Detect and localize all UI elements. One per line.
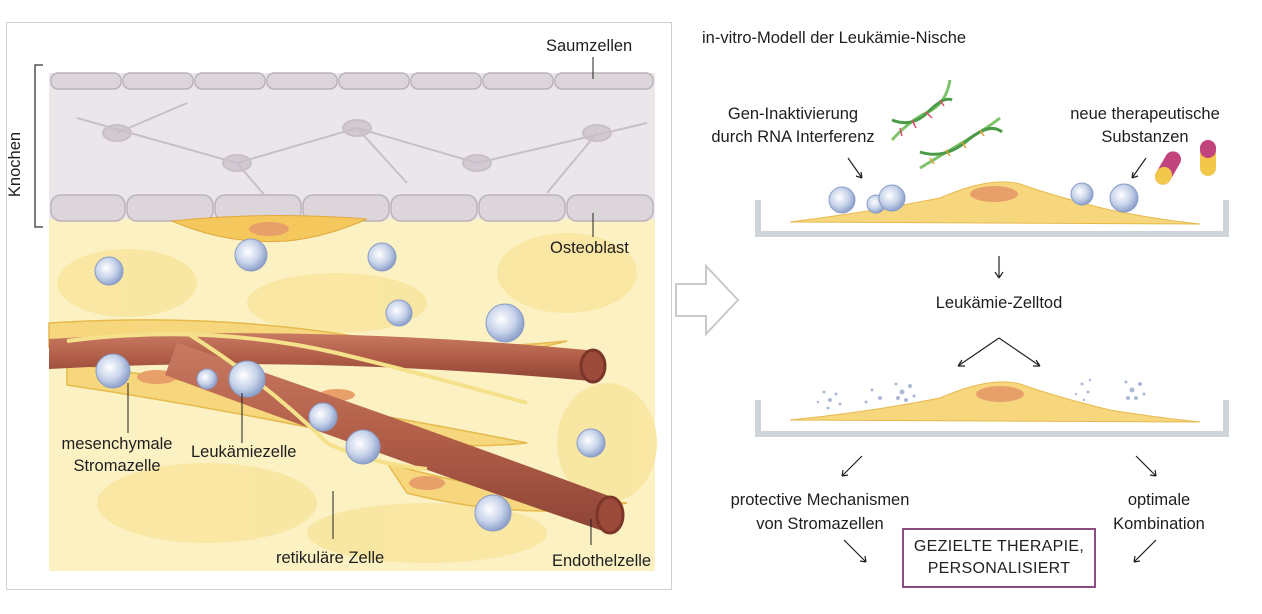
endothelial-cell-label: Endothelzelle [552, 552, 652, 570]
stromal-nucleus-bottom [976, 386, 1024, 402]
gene-inactivation-line1: Gen-Inaktivierung [727, 105, 859, 123]
result-line1: GEZIELTE THERAPIE, [913, 538, 1085, 555]
dna-helix-icon [890, 79, 1003, 170]
leukemia-cells-top [828, 182, 1139, 214]
top-lining-cells [50, 72, 654, 90]
protective-mechanisms-line2: von Stromazellen [756, 515, 884, 533]
hollow-arrow-icon [675, 263, 740, 337]
bone-marrow-illustration: Knochen Saumzellen Osteoblast mesenchyma… [6, 22, 672, 590]
stromal-nucleus-top [970, 186, 1018, 202]
dying-cells [816, 378, 1146, 410]
vessel-opening-upper [579, 348, 607, 384]
bottom-lining-cells [50, 194, 654, 222]
leukemia-cells [94, 238, 606, 532]
new-substances-line1: neue therapeutische [1070, 105, 1220, 123]
targeted-therapy-box: GEZIELTE THERAPIE, PERSONALISIERT [902, 528, 1096, 588]
osteoblast-label: Osteoblast [550, 239, 629, 257]
in-vitro-title: in-vitro-Modell der Leukämie-Nische [702, 29, 967, 47]
osteocyte-network [76, 102, 648, 199]
leukemia-cell-label: Leukämiezelle [191, 443, 297, 461]
blood-vessel-lower [165, 343, 617, 531]
illustration-artwork [34, 57, 657, 571]
bone-label: Knochen [6, 131, 25, 198]
protective-mechanisms-line1: protective Mechanismen [730, 491, 910, 509]
culture-dish-top [755, 200, 1229, 237]
combination-line2: Kombination [1113, 515, 1205, 533]
new-substances-line2: Substanzen [1101, 128, 1189, 146]
leader-lines [127, 57, 594, 545]
cell-death-label: Leukämie-Zelltod [935, 294, 1063, 312]
stromal-layer-top [789, 181, 1201, 225]
msc-label-line1: mesenchymale [61, 435, 173, 453]
capsule-icon [1155, 140, 1216, 185]
osteoblast-nucleus [249, 222, 289, 236]
bone-bracket [34, 64, 43, 228]
culture-dish-bottom [755, 400, 1229, 437]
flow-arrows [841, 157, 1157, 563]
blood-vessel-upper [49, 333, 597, 381]
reticular-network [57, 233, 657, 563]
combination-line1: optimale [1127, 491, 1191, 509]
result-line2: PERSONALISIERT [927, 560, 1071, 577]
gene-inactivation-line2: durch RNA Interferenz [711, 128, 875, 146]
reticular-cell-label: retikuläre Zelle [276, 549, 385, 567]
lining-cells-label: Saumzellen [546, 37, 633, 55]
vessel-opening-lower [595, 495, 625, 535]
stromal-layer-bottom [789, 381, 1201, 423]
msc-label-line2: Stromazelle [73, 457, 161, 475]
